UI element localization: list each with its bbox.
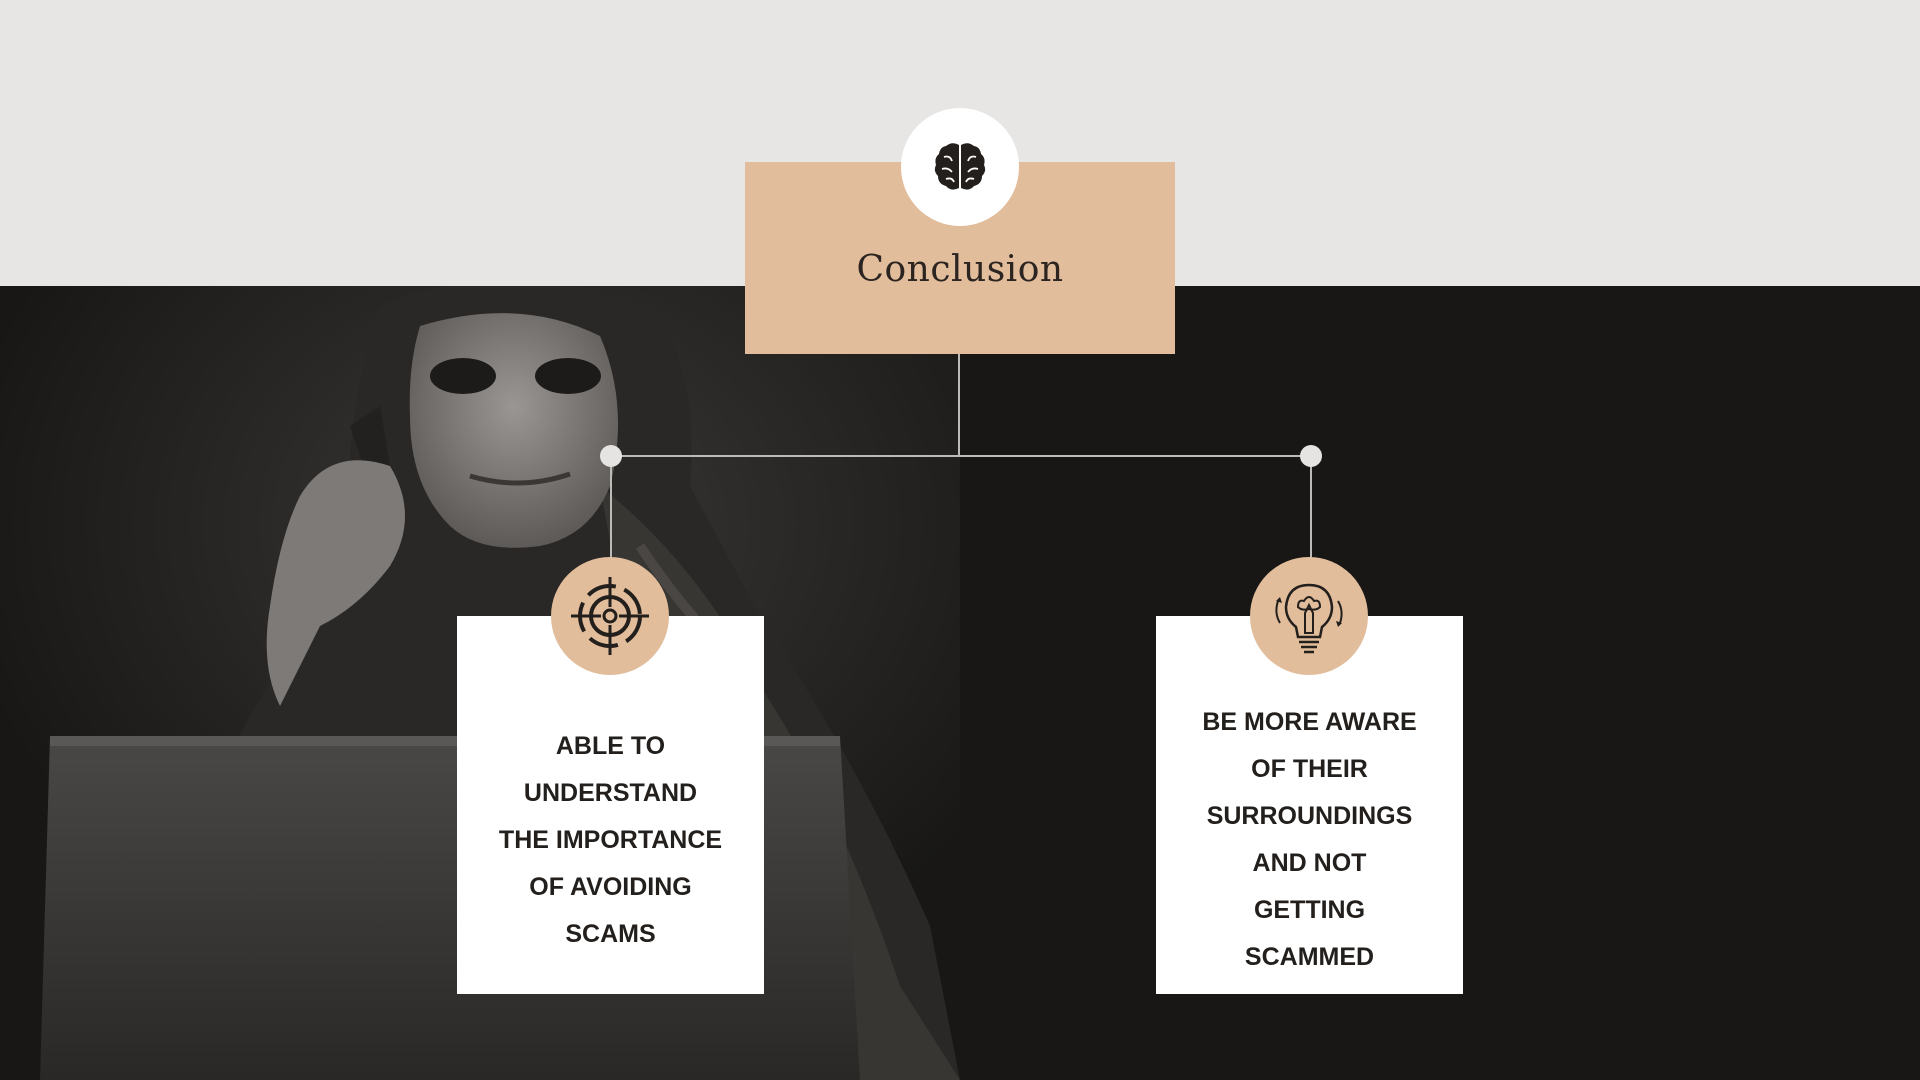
- card-right-icon-circle: [1250, 557, 1368, 675]
- card-left-text: ABLE TO UNDERSTAND THE IMPORTANCE OF AVO…: [498, 731, 723, 948]
- card-right: BE MORE AWARE OF THEIR SURROUNDINGS AND …: [1156, 616, 1463, 994]
- card-right-text: BE MORE AWARE OF THEIR SURROUNDINGS AND …: [1202, 708, 1417, 971]
- card-left: ABLE TO UNDERSTAND THE IMPORTANCE OF AVO…: [457, 616, 764, 994]
- title-icon-circle: [901, 108, 1019, 226]
- card-left-icon-circle: [551, 557, 669, 675]
- lightbulb-idea-icon: [1275, 583, 1343, 654]
- dark-band: [0, 286, 1920, 1080]
- target-icon: [571, 577, 649, 655]
- brain-icon: [934, 143, 986, 190]
- diagram-title: Conclusion: [856, 249, 1064, 290]
